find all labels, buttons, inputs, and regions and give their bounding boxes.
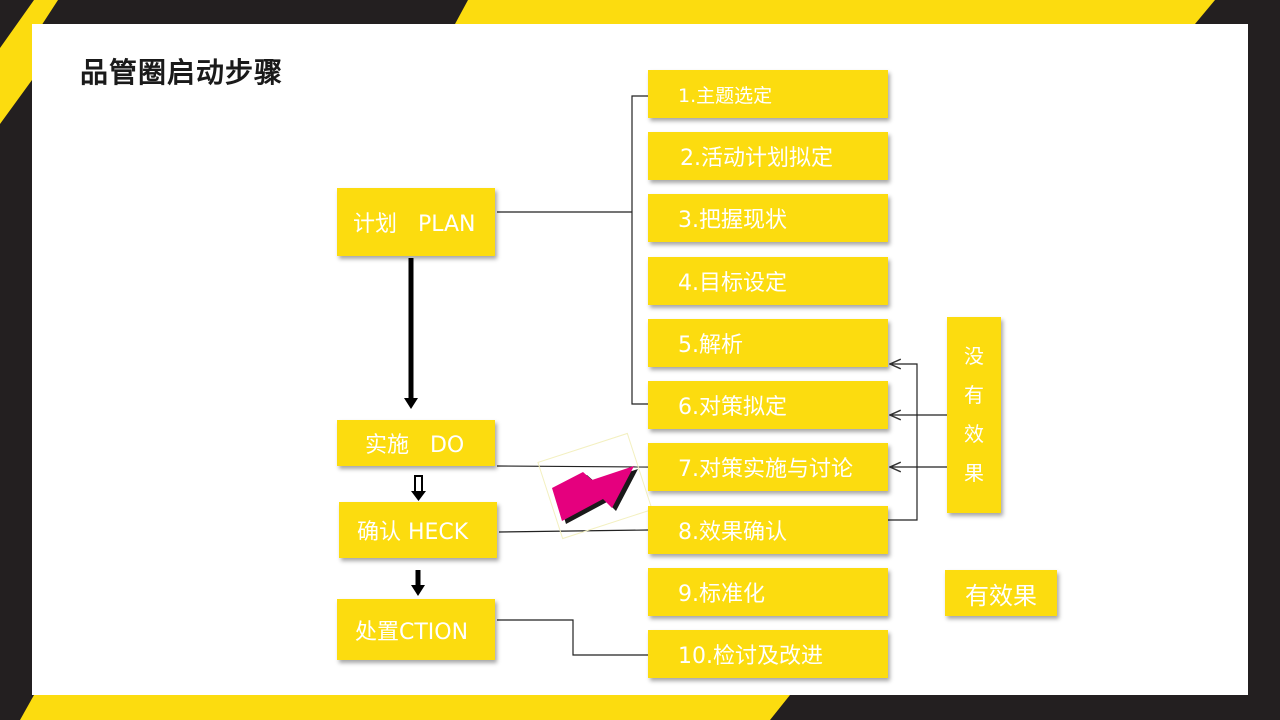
slide-canvas — [32, 24, 1248, 695]
step-label-8: 8.效果确认 — [678, 520, 787, 545]
step-box-8: 8.效果确认 — [648, 506, 888, 554]
no-effect-char-4: 果 — [964, 461, 984, 485]
stage-check-label: 确认 HECK — [357, 520, 469, 545]
page-title: 品管圈启动步骤 — [80, 56, 284, 89]
stage-plan-box: 计划 PLAN — [337, 188, 495, 256]
stage-action-label: 处置CTION — [355, 619, 469, 645]
top-yellow-stripe — [455, 0, 1215, 24]
stage-do-box: 实施 DO — [337, 420, 495, 466]
step-box-3: 3.把握现状 — [648, 194, 888, 242]
step-box-7: 7.对策实施与讨论 — [648, 443, 888, 491]
stage-do-label: 实施 DO — [365, 433, 465, 458]
step-label-5: 5.解析 — [678, 333, 743, 358]
step-box-1: 1.主题选定 — [648, 70, 888, 118]
no-effect-char-2: 有 — [964, 383, 984, 407]
bottom-yellow-stripe — [20, 695, 790, 720]
step-label-10: 10.检讨及改进 — [678, 644, 823, 669]
step-box-5: 5.解析 — [648, 319, 888, 367]
no-effect-char-3: 效 — [964, 422, 984, 446]
step-label-3: 3.把握现状 — [678, 208, 787, 233]
stage-check-box: 确认 HECK — [339, 502, 497, 558]
step-box-9: 9.标准化 — [648, 568, 888, 616]
step-label-4: 4.目标设定 — [678, 271, 787, 296]
step-box-10: 10.检讨及改进 — [648, 630, 888, 678]
step-label-2: 2.活动计划拟定 — [680, 146, 833, 171]
no-effect-char-1: 没 — [964, 344, 984, 368]
step-box-6: 6.对策拟定 — [648, 381, 888, 429]
effective-box: 有效果 — [945, 570, 1057, 616]
no-effect-box: 没 有 效 果 — [947, 317, 1001, 513]
step-label-7: 7.对策实施与讨论 — [678, 457, 853, 482]
effective-label: 有效果 — [965, 581, 1037, 610]
step-box-2: 2.活动计划拟定 — [648, 132, 888, 180]
stage-action-box: 处置CTION — [337, 599, 495, 660]
left-yellow-stripe — [0, 0, 58, 124]
step-label-9: 9.标准化 — [678, 582, 765, 607]
stage-plan-label: 计划 PLAN — [353, 212, 476, 237]
step-label-6: 6.对策拟定 — [678, 395, 787, 420]
step-box-4: 4.目标设定 — [648, 257, 888, 305]
step-label-1: 1.主题选定 — [678, 84, 773, 107]
